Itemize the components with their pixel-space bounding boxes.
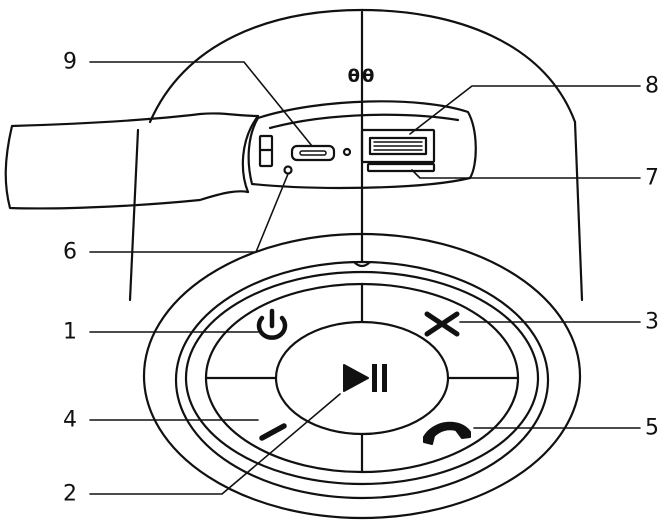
strap-fold bbox=[241, 114, 260, 194]
callout-6: 6 bbox=[63, 240, 77, 265]
phone-handset-icon bbox=[423, 421, 471, 445]
callout-9: 9 bbox=[63, 50, 77, 75]
leader-2 bbox=[89, 393, 341, 495]
callout-2: 2 bbox=[63, 482, 77, 507]
micro-sd-slot bbox=[366, 162, 436, 173]
callout-lines bbox=[89, 61, 641, 495]
indicator-led bbox=[283, 165, 293, 175]
callout-1: 1 bbox=[63, 320, 77, 345]
front-face bbox=[142, 232, 582, 520]
callout-numbers: 9 8 7 6 1 3 4 5 2 bbox=[63, 50, 659, 507]
cylinder-left-side bbox=[128, 128, 140, 302]
strap-outline bbox=[4, 112, 260, 210]
callout-7: 7 bbox=[645, 166, 659, 191]
callout-5: 5 bbox=[645, 416, 659, 441]
top-marking: θθ bbox=[348, 66, 377, 87]
leader-8 bbox=[409, 85, 641, 135]
cylinder-right-side bbox=[573, 120, 584, 302]
leader-7 bbox=[411, 169, 641, 179]
callout-4: 4 bbox=[63, 408, 77, 433]
cylinder-top-rim bbox=[148, 8, 577, 124]
latch-icon bbox=[258, 134, 274, 168]
x-icon bbox=[424, 311, 460, 337]
leader-9 bbox=[89, 61, 313, 147]
play-pause-icon bbox=[343, 364, 387, 392]
micro-usb-port bbox=[290, 144, 336, 162]
reset-hole bbox=[342, 147, 352, 157]
front-rim bbox=[174, 260, 550, 500]
speaker-body bbox=[128, 8, 584, 302]
port-panel bbox=[247, 100, 477, 190]
power-icon bbox=[256, 308, 288, 340]
outer-bezel bbox=[142, 232, 582, 520]
minus-icon bbox=[259, 423, 287, 441]
usb-port bbox=[360, 128, 436, 164]
leader-6 bbox=[89, 173, 289, 253]
callout-8: 8 bbox=[645, 74, 659, 99]
callout-3: 3 bbox=[645, 310, 659, 335]
play-pause-button[interactable] bbox=[274, 320, 450, 436]
button-ring-outer bbox=[184, 270, 540, 486]
front-notch bbox=[352, 260, 372, 268]
port-panel-inner bbox=[268, 113, 460, 130]
strap bbox=[4, 112, 260, 210]
